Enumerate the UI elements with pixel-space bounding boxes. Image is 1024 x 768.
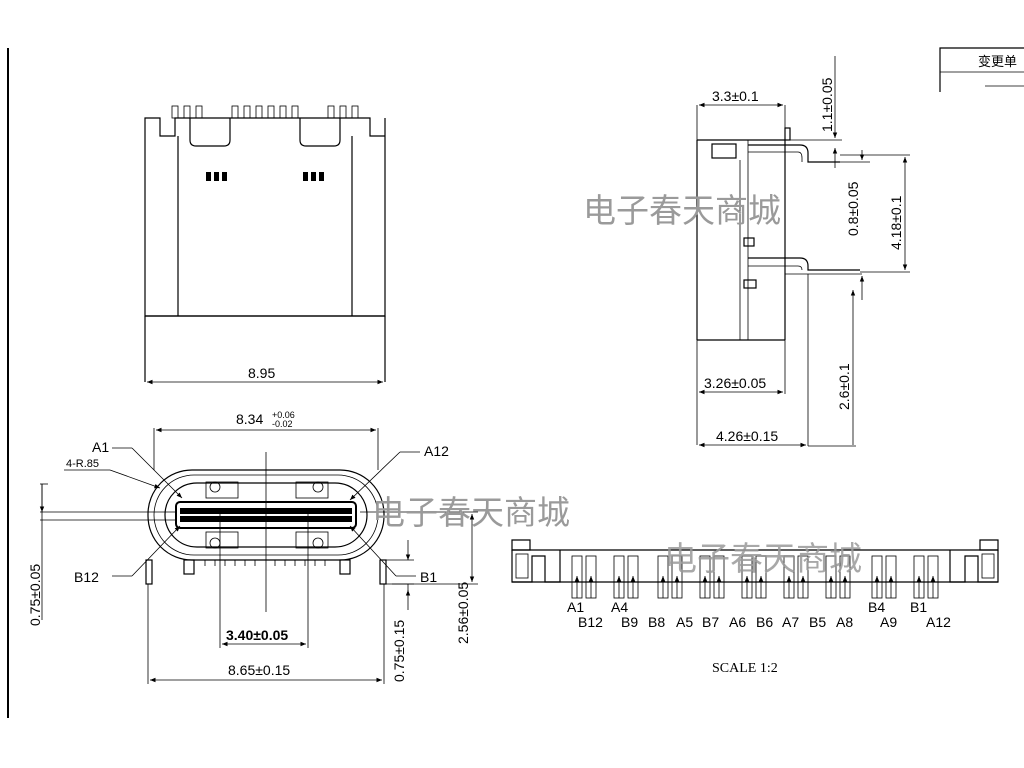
watermark-1: 电子春天商城 <box>583 191 781 230</box>
front-view-overall-width-dim: 8.65±0.15 <box>228 662 290 678</box>
pin-view-leads <box>571 555 939 599</box>
pin-label-a5: A5 <box>676 614 693 630</box>
pin-view-lower-labels: B12 B9 B8 B7 B6 B5 B4 B1 <box>578 599 927 630</box>
side-view-inner-depth-dim: 3.26±0.05 <box>704 375 766 391</box>
pin-label-b7: B7 <box>702 614 719 630</box>
watermark-3: 电子春天商城 <box>664 539 862 578</box>
front-view-center-width-dim: 3.40±0.05 <box>226 627 288 643</box>
side-view-overall-depth-dim: 4.26±0.15 <box>716 428 778 444</box>
pin-label-b8: B8 <box>648 614 665 630</box>
pin-label-a9: A9 <box>880 614 897 630</box>
front-view-inner-width-dim: 8.34 <box>236 411 263 427</box>
pin-view-upper-labels: A1 A4 A5 A6 A7 A8 A9 A12 <box>567 599 951 630</box>
side-view-body-height-dim: 4.18±0.1 <box>888 195 904 250</box>
side-view-top-width-dim: 3.3±0.1 <box>712 88 759 104</box>
front-view-right-pin-height-dim: 0.75±0.15 <box>391 620 407 682</box>
pin-label-b1: B1 <box>910 599 927 615</box>
front-view-tongue-height-dim: 2.56±0.05 <box>455 582 471 644</box>
pin-label-b12: B12 <box>578 614 603 630</box>
top-view-pin-comb <box>171 105 359 119</box>
front-view-inner-width-tol-upper: +0.06 <box>272 410 295 420</box>
front-view-label-b1: B1 <box>420 569 437 585</box>
pin-label-a8: A8 <box>836 614 853 630</box>
top-view: 8.95 <box>144 105 386 385</box>
pin-label-b6: B6 <box>756 614 773 630</box>
scale-label: SCALE 1:2 <box>712 661 778 676</box>
side-view: 3.3±0.1 1.1±0.05 0.8±0.05 4.18±0.1 2.6±0… <box>696 56 910 448</box>
side-view-pin-pitch-dim: 0.8±0.05 <box>845 181 861 236</box>
side-view-pin-drop-dim: 2.6±0.1 <box>836 363 852 410</box>
front-view-label-b12: B12 <box>74 569 99 585</box>
pin-label-a4: A4 <box>611 599 628 615</box>
side-view-tab-height-dim: 1.1±0.05 <box>819 77 835 132</box>
front-view: 8.34 +0.06 -0.02 A1 4-R.85 A12 B12 B1 0.… <box>27 410 478 684</box>
pin-label-a1: A1 <box>567 599 584 615</box>
watermark-2: 电子春天商城 <box>372 493 570 532</box>
front-view-label-a12: A12 <box>424 443 449 459</box>
pin-view <box>511 539 999 599</box>
front-view-radius-label: 4-R.85 <box>66 458 99 470</box>
front-view-label-a1: A1 <box>92 439 109 455</box>
pin-label-a12: A12 <box>926 614 951 630</box>
pin-label-b9: B9 <box>621 614 638 630</box>
top-view-windows <box>206 172 324 181</box>
top-view-width-dim: 8.95 <box>248 365 275 381</box>
front-view-bottom-pins <box>145 559 387 585</box>
change-order-label: 变更单 <box>978 54 1017 70</box>
pin-label-b5: B5 <box>809 614 826 630</box>
front-view-inner-width-tol-lower: -0.02 <box>272 419 293 429</box>
pin-label-a6: A6 <box>729 614 746 630</box>
title-block: 变更单 <box>939 47 1024 92</box>
pin-label-b4: B4 <box>868 599 885 615</box>
pin-label-a7: A7 <box>782 614 799 630</box>
front-view-left-pin-height-dim: 0.75±0.05 <box>27 564 43 626</box>
